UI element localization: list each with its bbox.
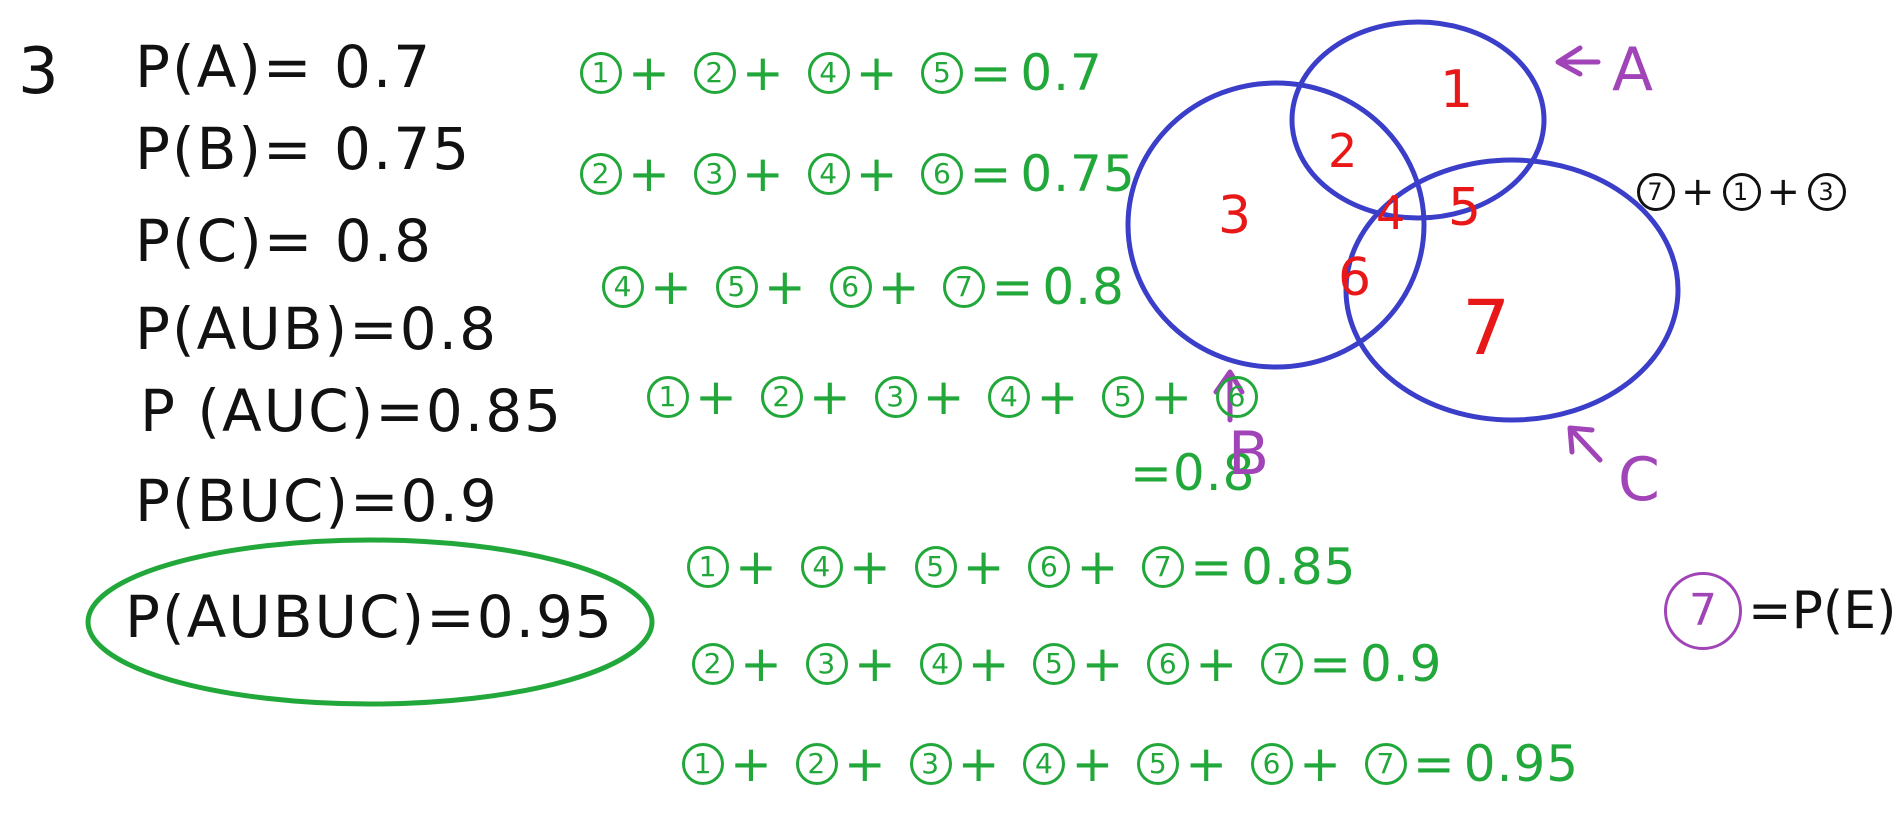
region-circle: 3 — [874, 375, 917, 418]
region-circle: 7 — [943, 265, 986, 308]
region-circle: 6 — [1216, 375, 1259, 418]
equation-p-a: 1+ 2+ 4+ 5=0.7 — [578, 44, 1107, 98]
equation-result: 0.8 — [1172, 444, 1256, 502]
given-p-a: P(A)= 0.7 — [135, 33, 433, 101]
set-label-c: C — [1618, 445, 1660, 515]
venn-region-7: 7 — [1462, 283, 1511, 372]
equation-result: 0.75 — [1020, 144, 1136, 203]
venn-region-4: 4 — [1376, 186, 1406, 240]
region-circle: 5 — [1033, 642, 1076, 685]
equation-p-b: 2+ 3+ 4+ 6=0.75 — [578, 145, 1140, 199]
region-circle: 5 — [921, 51, 964, 94]
region-circle: 1 — [687, 545, 729, 588]
region-circle: 4 — [1023, 742, 1066, 785]
region-circle: 5 — [1102, 375, 1145, 418]
region-circle: 3 — [693, 152, 736, 195]
arrow-a — [1555, 45, 1601, 77]
circle-c — [1343, 157, 1681, 423]
region-circle: 7 — [1142, 545, 1185, 588]
highlight-ellipse — [85, 537, 655, 707]
equation-p-c: 4+ 5+ 6+ 7=0.8 — [600, 258, 1129, 312]
region-circle: 1 — [647, 375, 689, 418]
equation-result: 0.9 — [1359, 634, 1443, 693]
equation-result: 0.8 — [1042, 257, 1125, 316]
equation-p-a-union-b-result: =0.8 — [1130, 444, 1256, 502]
region-circle: 4 — [800, 545, 843, 588]
region-circle: 4 — [919, 642, 962, 685]
event-note: 7=P(E) — [1662, 572, 1892, 650]
given-p-c: P(C)= 0.8 — [135, 207, 434, 275]
circle-b — [1125, 80, 1427, 370]
region-circle: 7 — [1364, 742, 1407, 785]
region-circle: 6 — [1251, 742, 1294, 785]
side-note: 7+1+3 — [1635, 170, 1848, 212]
region-circle: 2 — [760, 375, 803, 418]
venn-region-3: 3 — [1218, 186, 1252, 246]
equation-result: 0.7 — [1020, 43, 1103, 102]
region-circle: 1 — [682, 742, 724, 785]
region-circle: 2 — [693, 51, 736, 94]
venn-region-6: 6 — [1338, 248, 1372, 308]
arrow-c — [1567, 425, 1603, 463]
venn-region-1: 1 — [1440, 60, 1474, 120]
region-circle: 3 — [909, 742, 952, 785]
region-circle: 5 — [715, 265, 758, 308]
set-label-a: A — [1612, 35, 1654, 105]
region-circle: 2 — [795, 742, 838, 785]
region-circle: 6 — [921, 152, 964, 195]
region-circle: 2 — [580, 152, 622, 195]
region-circle: 7 — [1664, 572, 1742, 650]
region-circle: 1 — [1722, 173, 1761, 211]
equation-result: 0.95 — [1463, 734, 1580, 793]
equation-p-b-union-c: 2+ 3+ 4+ 5+ 6+ 7=0.9 — [690, 635, 1447, 689]
region-circle: 5 — [914, 545, 957, 588]
venn-region-5: 5 — [1448, 178, 1482, 238]
region-circle: 3 — [1808, 173, 1847, 211]
equation-p-a-union-b-union-c: 1+ 2+ 3+ 4+ 5+ 6+ 7=0.95 — [680, 735, 1583, 789]
set-label-b: B — [1228, 419, 1270, 489]
region-circle: 2 — [692, 642, 734, 685]
region-circle: 4 — [602, 265, 644, 308]
region-circle: 4 — [807, 51, 850, 94]
equation-result: 0.85 — [1241, 537, 1357, 596]
region-circle: 4 — [988, 375, 1031, 418]
given-p-a-union-b-union-c: P(AUBUC)=0.95 — [125, 583, 614, 651]
region-circle: 4 — [807, 152, 850, 195]
equation-p-a-union-b: 1+ 2+ 3+ 4+ 5+ 6 — [645, 368, 1260, 422]
region-circle: 1 — [580, 51, 622, 94]
given-p-a-union-b: P(AUB)=0.8 — [135, 295, 498, 363]
problem-number: 3 — [18, 35, 61, 109]
region-circle: 3 — [805, 642, 848, 685]
given-p-b-union-c: P(BUC)=0.9 — [135, 467, 499, 535]
region-circle: 6 — [829, 265, 872, 308]
region-circle: 7 — [1637, 173, 1675, 211]
circle-a — [1289, 19, 1547, 221]
given-p-b: P(B)= 0.75 — [135, 115, 472, 183]
equation-p-a-union-c: 1+ 4+ 5+ 6+ 7=0.85 — [685, 538, 1360, 592]
event-label: =P(E) — [1748, 581, 1892, 641]
region-circle: 6 — [1028, 545, 1071, 588]
venn-region-2: 2 — [1328, 124, 1358, 178]
region-circle: 7 — [1261, 642, 1304, 685]
region-circle: 5 — [1137, 742, 1180, 785]
given-p-a-union-c: P (AUC)=0.85 — [140, 377, 564, 445]
region-circle: 6 — [1147, 642, 1190, 685]
